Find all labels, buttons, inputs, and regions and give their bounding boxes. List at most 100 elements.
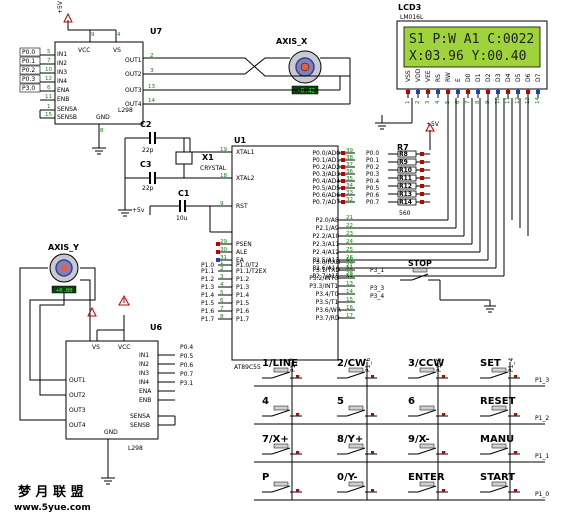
lcd-pin-marker [446, 90, 450, 94]
key-label: 6 [408, 396, 415, 407]
lcd-pin-number: 4 [435, 100, 441, 104]
u7-pin-in4: IN4 [57, 78, 67, 85]
u7-pin-in2: IN2 [57, 60, 67, 67]
lcd-pin-d6: D6 [525, 73, 532, 82]
u7-in-p01: P0.1 [22, 58, 35, 65]
u7-pin-gnd: GND [96, 114, 110, 121]
c3-value: 22p [142, 185, 154, 192]
keypad-key-9-x-[interactable]: 9/X- [408, 434, 448, 455]
u1-pin-p2-0-a8: P2.0/A8 [316, 217, 339, 224]
u7-part: L298 [118, 107, 133, 114]
keypad-key-4[interactable]: 4 [262, 396, 302, 417]
lcd-pin-marker [406, 90, 410, 94]
keypad-key-enter[interactable]: ENTER [408, 472, 448, 493]
u1-p0-label: P0.4 [366, 178, 379, 185]
c3-ref: C3 [140, 160, 151, 169]
u1-pin-number: 26 [346, 255, 353, 261]
u1-pin-ea: EA [236, 257, 245, 264]
key-label: 0/Y- [337, 472, 358, 483]
u7-l298: U7 L298 IN1 IN2 IN3 IN4 ENA ENB SENSA SE… [39, 20, 350, 155]
key-label: 4 [262, 396, 269, 407]
keypad-key-6[interactable]: 6 [408, 396, 448, 417]
r7-ref: R7 [397, 143, 409, 152]
u1-pin-number: 2 [220, 266, 224, 272]
u7-num-3: 3 [150, 68, 154, 74]
u1-p0-label: P0.6 [366, 192, 379, 199]
u1-pin-p2-7-a15: P2.7/A15 [312, 273, 339, 280]
key-marker [296, 489, 299, 492]
watermark-url: www.5yue.com [14, 503, 91, 513]
u7-num-4: 4 [117, 32, 121, 38]
lcd-pin-number: 10 [495, 97, 501, 104]
lcd-pin-number: 7 [465, 100, 471, 104]
u6-pin-in4: IN4 [139, 379, 149, 386]
p3-label-1: P3_1 [370, 267, 384, 274]
keypad-row-label: P1_3 [535, 377, 549, 384]
lcd-pin-d3: D3 [495, 73, 502, 82]
u1-pin-p0-3-ad3: P0.3/AD3 [312, 171, 340, 178]
u7-num-9: 9 [91, 32, 95, 38]
keypad-key-2-cw[interactable]: 2/CW [337, 358, 377, 379]
u1-p1-label: P1.0 [201, 262, 214, 269]
key-marker [296, 375, 299, 378]
u1-p1-label: P1.1 [201, 268, 214, 275]
u7-ref: U7 [150, 27, 162, 36]
u1-pin-p0-5-ad5: P0.5/AD5 [312, 185, 340, 192]
u1-pin-number: 9 [220, 201, 224, 207]
u1-p1-label: P1.5 [201, 300, 214, 307]
watermark-cn: 梦 月 联 盟 [18, 484, 84, 500]
keypad-key-0-y-[interactable]: 0/Y- [337, 472, 377, 493]
u1-pin-number: 17 [346, 313, 353, 319]
u1-pin-number: 22 [346, 223, 353, 229]
u1-pin-marker [341, 200, 345, 204]
u1-pin-number: 31 [220, 255, 227, 261]
u1-pin-number: 21 [346, 215, 353, 221]
keypad-key-p[interactable]: P [262, 472, 302, 493]
keypad-key-manu[interactable]: MANU [480, 434, 520, 455]
u6-pin-out1: OUT1 [69, 377, 86, 384]
key-marker [371, 489, 374, 492]
resistor-marker [420, 168, 424, 172]
u7-num-6: 6 [47, 85, 51, 91]
u1-pin-xtal1: XTAL1 [236, 149, 255, 156]
clock-circuit: C2 22p C3 22p X1 CRYSTAL C1 10u +5v [118, 120, 232, 233]
u1-pin-marker [216, 258, 220, 262]
keypad-key-reset[interactable]: RESET [480, 396, 520, 417]
resistor-ref: R14 [399, 199, 412, 206]
u1-pin-number: 29 [220, 239, 227, 245]
keypad-key-8-y-[interactable]: 8/Y+ [337, 434, 377, 455]
key-marker [371, 451, 374, 454]
lcd-pin-number: 12 [515, 97, 521, 104]
x1-value: CRYSTAL [200, 165, 227, 172]
u7-in-p30: P3.0 [22, 85, 35, 92]
keypad-key-7-x-[interactable]: 7/X+ [262, 434, 302, 455]
key-label: 2/CW [337, 358, 366, 369]
keypad-key-start[interactable]: START [480, 472, 520, 493]
u1-pin-number: 33 [346, 190, 353, 196]
u7-in-p03: P0.3 [22, 76, 35, 83]
lcd-pin-vss: VSS [405, 70, 412, 82]
x1-ref: X1 [202, 153, 214, 162]
u7-pin-enb: ENB [57, 96, 69, 103]
u1-pin-marker [216, 242, 220, 246]
lcd-pin-marker [526, 90, 530, 94]
stop-button[interactable]: STOP [400, 259, 496, 313]
axis-x-reading: -0.42 [297, 88, 315, 95]
u7-pin-ena: ENA [57, 87, 70, 94]
u1-pin-p2-5-a13: P2.5/A13 [312, 257, 339, 264]
resistor-marker [420, 152, 424, 156]
p3-label-4: P3_4 [370, 293, 384, 300]
keypad-key-5[interactable]: 5 [337, 396, 377, 417]
u6-l298: U6 L298 VS VCC GND OUT1 OUT2 OUT3 OUT4 I… [65, 315, 176, 485]
u1-pin-number: 12 [346, 273, 353, 279]
u6-part: L298 [128, 445, 143, 452]
key-cap [419, 481, 435, 487]
u1-p1-label: P1.6 [201, 308, 214, 315]
u7-num-15: 15 [45, 112, 52, 118]
key-label: 9/X- [408, 434, 430, 445]
resistor-ref: R8 [399, 151, 408, 158]
key-cap [348, 481, 364, 487]
u1-pin-marker [341, 193, 345, 197]
u1-pin-number: 14 [346, 289, 353, 295]
